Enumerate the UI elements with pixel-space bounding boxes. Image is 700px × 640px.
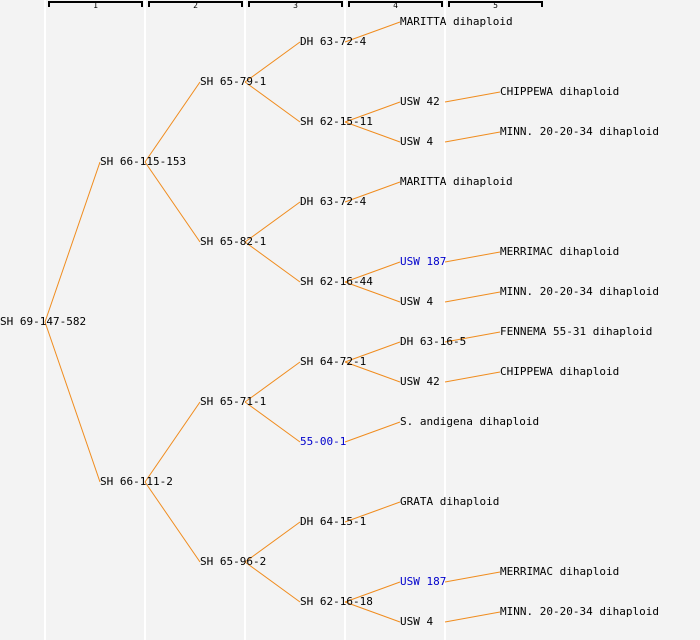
generation-number: 1 (93, 1, 98, 10)
pedigree-edge (444, 291, 501, 303)
pedigree-edge (444, 571, 501, 583)
ancestor-node[interactable]: SH 65-96-2 (200, 555, 267, 568)
ancestor-node[interactable]: USW 4 (400, 615, 434, 628)
ancestor-node[interactable]: SH 65-79-1 (200, 75, 267, 88)
pedigree-edge (444, 371, 501, 383)
pedigree-edge (44, 161, 101, 323)
root-node[interactable]: SH 69-147-582 (0, 315, 87, 328)
pedigree-edge (244, 561, 301, 603)
column-separator (144, 0, 146, 640)
ancestor-node[interactable]: SH 62-16-18 (300, 595, 373, 608)
pedigree-edge (344, 181, 401, 203)
ancestor-node[interactable]: USW 187 (400, 575, 447, 588)
leaf-node[interactable]: MERRIMAC dihaploid (500, 565, 620, 578)
generation-header-bracket (248, 1, 343, 7)
leaf-node[interactable]: MARITTA dihaploid (400, 15, 513, 28)
leaf-node[interactable]: FENNEMA 55-31 dihaploid (500, 325, 653, 338)
ancestor-node[interactable]: USW 187 (400, 255, 447, 268)
leaf-node[interactable]: CHIPPEWA dihaploid (500, 85, 620, 98)
ancestor-node[interactable]: SH 65-82-1 (200, 235, 267, 248)
pedigree-edge (144, 161, 201, 243)
generation-number: 4 (393, 1, 398, 10)
ancestor-node[interactable]: SH 66-115-153 (100, 155, 187, 168)
ancestor-node[interactable]: SH 64-72-1 (300, 355, 367, 368)
pedigree-edge (244, 201, 301, 243)
pedigree-edge (144, 401, 201, 483)
pedigree-edge (244, 41, 301, 83)
ancestor-node[interactable]: SH 65-71-1 (200, 395, 267, 408)
leaf-node[interactable]: GRATA dihaploid (400, 495, 500, 508)
leaf-node[interactable]: MINN. 20-20-34 dihaploid (500, 605, 659, 618)
generation-number: 5 (493, 1, 498, 10)
pedigree-edge (344, 421, 401, 443)
ancestor-node[interactable]: USW 42 (400, 375, 440, 388)
leaf-node[interactable]: MINN. 20-20-34 dihaploid (500, 285, 659, 298)
pedigree-edge (444, 611, 501, 623)
pedigree-edge (344, 261, 401, 283)
ancestor-node[interactable]: SH 62-16-44 (300, 275, 373, 288)
pedigree-edge (244, 361, 301, 403)
ancestor-node[interactable]: DH 63-16-5 (400, 335, 467, 348)
generation-header-bracket (448, 1, 543, 7)
pedigree-edge (244, 241, 301, 283)
generation-header-bracket (348, 1, 443, 7)
ancestor-node[interactable]: DH 63-72-4 (300, 35, 367, 48)
leaf-node[interactable]: MARITTA dihaploid (400, 175, 513, 188)
pedigree-edge (344, 101, 401, 123)
column-separator (244, 0, 246, 640)
pedigree-edge (344, 581, 401, 603)
pedigree-edge (344, 281, 401, 303)
generation-header-bracket (148, 1, 243, 7)
generation-number: 2 (193, 1, 198, 10)
pedigree-edge (144, 481, 201, 563)
column-separator (344, 0, 346, 640)
ancestor-node[interactable]: DH 64-15-1 (300, 515, 367, 528)
ancestor-node[interactable]: 55-00-1 (300, 435, 347, 448)
leaf-node[interactable]: MINN. 20-20-34 dihaploid (500, 125, 659, 138)
leaf-node[interactable]: CHIPPEWA dihaploid (500, 365, 620, 378)
pedigree-edge (244, 521, 301, 563)
pedigree-edge (344, 341, 401, 363)
pedigree-edge (444, 331, 501, 343)
ancestor-node[interactable]: USW 4 (400, 295, 434, 308)
generation-header-bracket (48, 1, 143, 7)
ancestor-node[interactable]: USW 4 (400, 135, 434, 148)
ancestor-node[interactable]: USW 42 (400, 95, 440, 108)
pedigree-edge (444, 91, 501, 103)
pedigree-edge (344, 501, 401, 523)
generation-number: 3 (293, 1, 298, 10)
column-separator (444, 0, 446, 640)
pedigree-edge (144, 81, 201, 163)
leaf-node[interactable]: S. andigena dihaploid (400, 415, 540, 428)
pedigree-edge (344, 361, 401, 383)
pedigree-edge (344, 21, 401, 43)
pedigree-edge (44, 321, 101, 483)
ancestor-node[interactable]: DH 63-72-4 (300, 195, 367, 208)
pedigree-edge (244, 401, 301, 443)
leaf-node[interactable]: MERRIMAC dihaploid (500, 245, 620, 258)
pedigree-edge (344, 601, 401, 623)
pedigree-edge (344, 121, 401, 143)
ancestor-node[interactable]: SH 62-15-11 (300, 115, 373, 128)
ancestor-node[interactable]: SH 66-111-2 (100, 475, 173, 488)
pedigree-edge (444, 131, 501, 143)
pedigree-edge (244, 81, 301, 123)
pedigree-edge (444, 251, 501, 263)
column-separator (44, 0, 46, 640)
